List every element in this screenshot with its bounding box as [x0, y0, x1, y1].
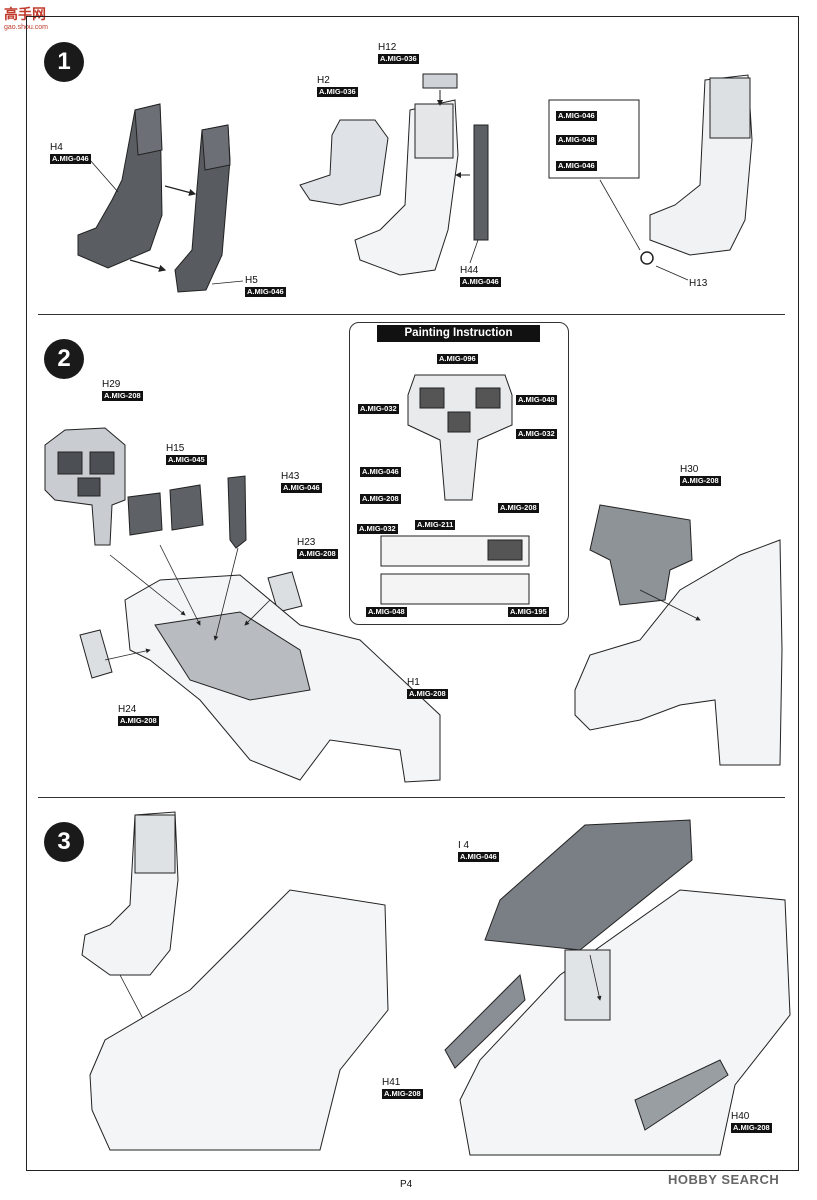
step3-seat	[81, 811, 179, 976]
paint-code-c2b: A.MIG-195	[508, 607, 549, 617]
step1-seat-assembly	[354, 99, 459, 276]
paint-code-c2a: A.MIG-048	[366, 607, 407, 617]
watermark: HOBBY SEARCH	[668, 1172, 780, 1187]
step1-seat-right	[649, 74, 753, 256]
step2-panel-h29	[44, 427, 126, 546]
paint-code-c1b: A.MIG-211	[415, 520, 456, 530]
step-badge-1: 1	[44, 42, 84, 82]
site-logo-text: 高手网	[4, 6, 46, 22]
paint-code-right2: A.MIG-032	[516, 429, 557, 439]
step2-part-h15	[127, 484, 204, 536]
page-frame	[26, 16, 799, 1171]
callout-code-2: A.MIG-048	[556, 135, 597, 145]
step3-panel-h41	[444, 973, 526, 1069]
paint-code-c1c: A.MIG-208	[498, 503, 539, 513]
painting-instruction-box	[349, 322, 569, 625]
step3-panel-i4	[484, 819, 693, 951]
paint-code-right1: A.MIG-048	[516, 395, 557, 405]
callout-code-3: A.MIG-046	[556, 161, 597, 171]
step-badge-3: 3	[44, 822, 84, 862]
step-badge-2: 2	[44, 339, 84, 379]
step2-part-h43	[227, 475, 247, 549]
step2-tub-h1	[124, 574, 441, 783]
step2-tub-right	[574, 539, 783, 766]
step1-ring-h13	[640, 251, 654, 265]
site-logo: 高手网 gao.shou.com	[4, 4, 48, 31]
step3-tub-left	[89, 889, 389, 1151]
step1-seat-h4	[77, 103, 163, 269]
callout-code-1: A.MIG-046	[556, 111, 597, 121]
step1-seat-h5	[174, 124, 231, 293]
step1-part-h12	[422, 73, 458, 89]
label-h13: H13	[689, 278, 708, 289]
site-logo-url: gao.shou.com	[4, 24, 48, 31]
painting-diagram	[380, 374, 530, 605]
step-divider-2	[38, 797, 785, 798]
paint-code-top: A.MIG-096	[437, 354, 478, 364]
step3-panel-h40	[634, 1059, 729, 1131]
step2-panel-h30	[589, 504, 693, 606]
painting-instruction-title: Painting Instruction	[377, 325, 540, 342]
paint-code-lower: A.MIG-208	[360, 494, 401, 504]
step2-part-h23	[267, 571, 303, 613]
paint-code-mid: A.MIG-046	[360, 467, 401, 477]
paint-code-left: A.MIG-032	[358, 404, 399, 414]
step2-part-h24	[79, 629, 113, 679]
page-number: P4	[400, 1179, 413, 1190]
step-divider-1	[38, 314, 785, 315]
paint-code-c1a: A.MIG-032	[357, 524, 398, 534]
step1-cushion-h2	[299, 119, 389, 206]
step1-rod-h44	[473, 124, 489, 241]
